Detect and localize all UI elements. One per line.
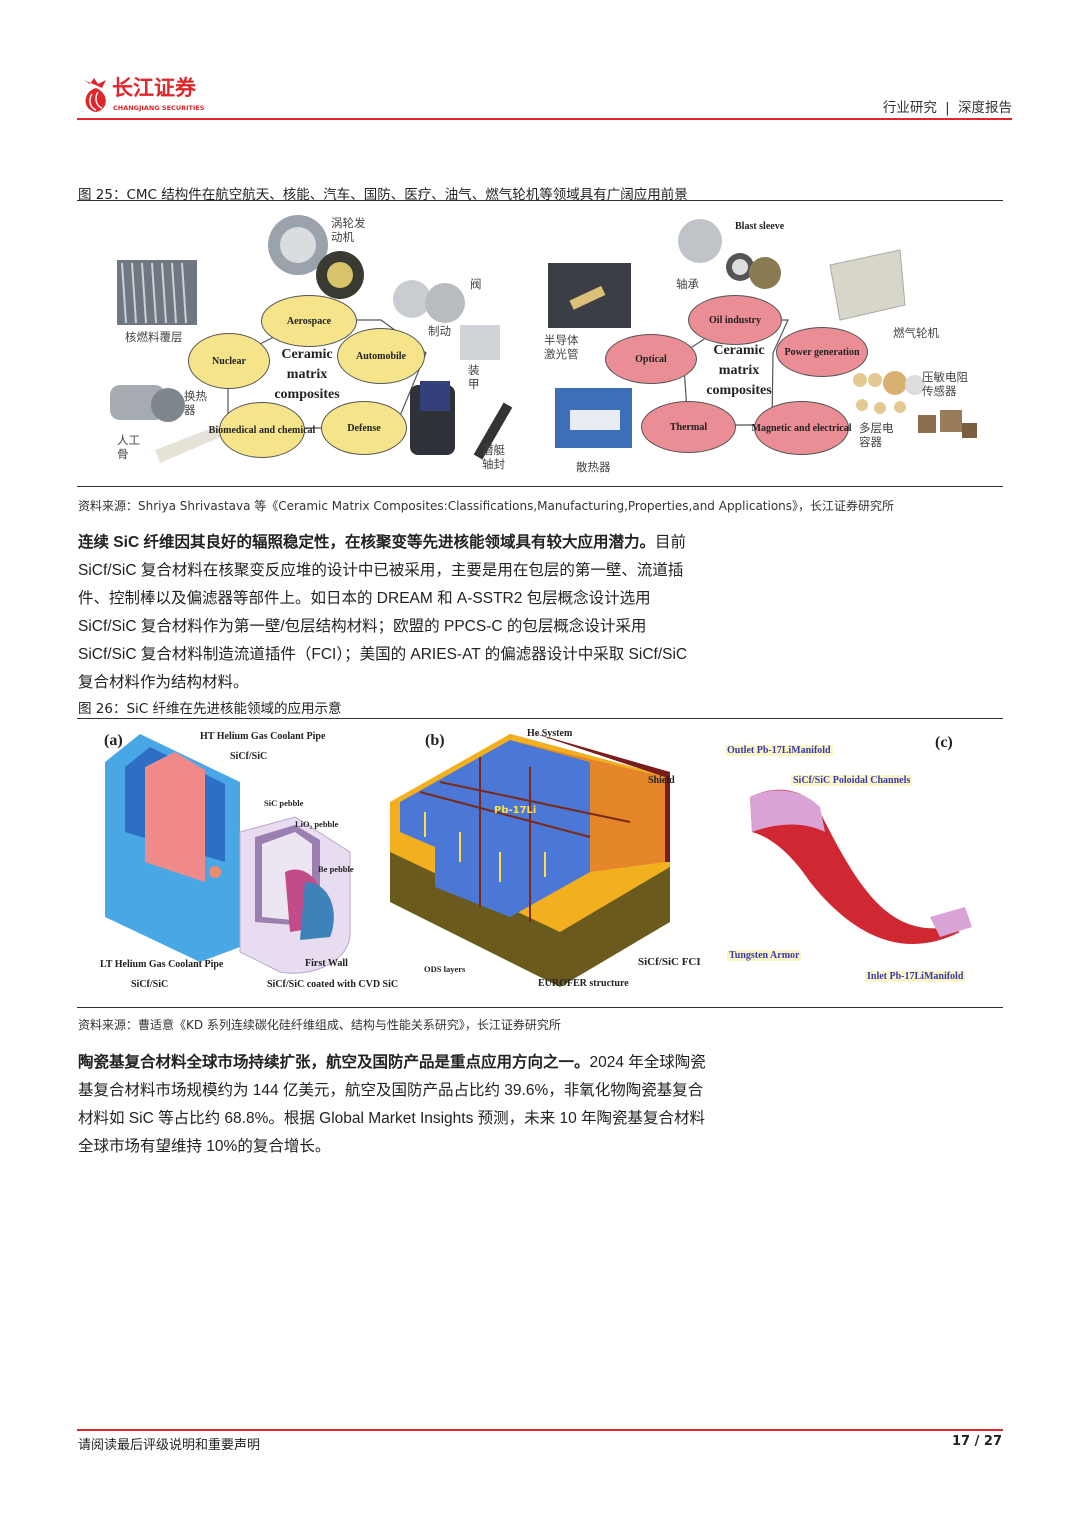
label-heatsink: 散热器 xyxy=(576,460,611,474)
footer-rule xyxy=(77,1429,1003,1431)
node-optical: Optical xyxy=(605,334,697,384)
label-bone: 人工骨 xyxy=(117,433,140,461)
figure26-top-rule xyxy=(77,718,1003,719)
label-ht-material: SiCf/SiC xyxy=(230,751,268,762)
center-label-left: Ceramic matrix composites xyxy=(274,347,340,402)
label-bearing: 轴承 xyxy=(676,277,699,291)
figure26-graphics xyxy=(105,732,972,987)
label-blast-sleeve: Blast sleeve xyxy=(735,221,785,232)
label-heat-exchanger: 换热器 xyxy=(184,389,207,417)
figure25-caption: 图 25：CMC 结构件在航空航天、核能、汽车、国防、医疗、油气、燃气轮机等领域… xyxy=(78,187,688,203)
node-aerospace: Aerospace xyxy=(261,295,357,347)
label-cladding: 核燃料覆层 xyxy=(125,330,183,344)
label-first-wall: First Wall xyxy=(305,958,348,969)
footer-disclaimer: 请阅读最后评级说明和重要声明 xyxy=(78,1438,261,1453)
paragraph-2: 陶瓷基复合材料全球市场持续扩张，航空及国防产品是重点应用方向之一。2024 年全… xyxy=(78,1049,706,1161)
label-capacitor: 多层电容器 xyxy=(859,421,894,449)
figure25-source: 资料来源：Shriya Shrivastava 等《Ceramic Matrix… xyxy=(78,499,895,513)
label-gas-turbine: 燃气轮机 xyxy=(893,326,939,340)
label-outlet: Outlet Pb-17LiManifold xyxy=(725,745,833,756)
figure25-image: Aerospace Automobile Nuclear Biomedical … xyxy=(100,205,980,480)
label-laser: 半导体激光管 xyxy=(544,333,579,361)
label-he-system: He System xyxy=(527,728,573,739)
label-first-wall-material: SiCf/SiC coated with CVD SiC xyxy=(267,979,399,990)
node-magnetic: Magnetic and electrical xyxy=(752,401,851,455)
header-section-label: 行业研究 xyxy=(882,100,937,116)
header-section: 行业研究 | 深度报告 xyxy=(883,96,1012,116)
paragraph-1-lead: 连续 SiC 纤维因其良好的辐照稳定性，在核聚变等先进核能领域具有较大应用潜力。 xyxy=(78,534,655,551)
center-label-right: Ceramic matrix composites xyxy=(706,343,772,398)
logo-text-cn: 长江证券 xyxy=(112,76,196,100)
label-brake: 制动 xyxy=(428,324,451,338)
label-armor: 装甲 xyxy=(468,363,480,391)
label-channels: SiCf/SiC Poloidal Channels xyxy=(791,775,913,786)
figure26-caption: 图 26：SiC 纤维在先进核能领域的应用示意 xyxy=(78,701,342,717)
node-oil-industry: Oil industry xyxy=(688,295,782,345)
label-ods-layers: ODS layers xyxy=(424,964,466,974)
paragraph-2-body: 2024 年全球陶瓷基复合材料市场规模约为 144 亿美元，航空及国防产品占比约… xyxy=(78,1054,706,1155)
label-seal: 潜艇轴封 xyxy=(482,443,505,471)
header-rule xyxy=(77,118,1012,120)
label-valve: 阀 xyxy=(470,277,482,291)
page-number: 17 / 27 xyxy=(952,1434,1002,1449)
node-power-generation: Power generation xyxy=(776,327,868,377)
paragraph-2-lead: 陶瓷基复合材料全球市场持续扩张，航空及国防产品是重点应用方向之一。 xyxy=(78,1054,590,1071)
node-biomedical: Biomedical and chemical xyxy=(209,402,315,458)
label-sic-pebble: SiC pebble xyxy=(264,798,304,808)
figure25-bottom-rule xyxy=(77,486,1003,487)
label-lt-pipe: LT Helium Gas Coolant Pipe xyxy=(100,959,224,970)
node-nuclear: Nuclear xyxy=(188,333,270,389)
figure25-graphics xyxy=(110,215,977,463)
figure25-top-rule xyxy=(77,200,1003,201)
figure26-bottom-rule xyxy=(77,1007,1003,1008)
panel-b-tag: (b) xyxy=(425,732,445,749)
header-separator: | xyxy=(945,100,950,116)
panel-a-tag: (a) xyxy=(104,732,123,749)
node-defense: Defense xyxy=(321,401,407,455)
label-be-pebble: Be pebble xyxy=(318,864,354,874)
label-shield: Shield xyxy=(648,775,675,786)
content-flow: 连续 SiC 纤维因其良好的辐照稳定性，在核聚变等先进核能领域具有较大应用潜力。… xyxy=(0,529,1080,1161)
label-inlet: Inlet Pb-17LiManifold xyxy=(865,971,966,982)
label-eurofer: EUROFER structure xyxy=(538,978,629,989)
panel-c-tag: (c) xyxy=(935,734,953,751)
paragraph-1: 连续 SiC 纤维因其良好的辐照稳定性，在核聚变等先进核能领域具有较大应用潜力。… xyxy=(78,529,706,697)
paragraph-1-body: 目前 SiCf/SiC 复合材料在核聚变反应堆的设计中已被采用，主要是用在包层的… xyxy=(78,534,688,691)
logo: 长江证券 CHANGJIANG SECURITIES xyxy=(78,76,223,116)
figure26-source: 资料来源：曹适意《KD 系列连续碳化硅纤维组成、结构与性能关系研究》，长江证券研… xyxy=(78,1018,561,1032)
label-tungsten-armor: Tungsten Armor xyxy=(727,950,802,961)
logo-text-en: CHANGJIANG SECURITIES xyxy=(113,104,205,112)
label-pb17li: Pb-17Li xyxy=(494,805,537,816)
logo-flame-icon xyxy=(84,78,106,112)
header-report-type: 深度报告 xyxy=(958,100,1012,116)
label-ht-pipe: HT Helium Gas Coolant Pipe xyxy=(200,731,326,742)
figure26-image: (a) HT Helium Gas Coolant Pipe SiCf/SiC … xyxy=(90,722,990,1004)
label-lt-material: SiCf/SiC xyxy=(131,979,169,990)
label-fci: SiCf/SiC FCI xyxy=(638,956,701,968)
node-thermal: Thermal xyxy=(641,401,736,453)
label-lio-pebble: LiO₂ pebble xyxy=(295,819,339,829)
label-turbine: 涡轮发动机 xyxy=(331,216,366,244)
node-automobile: Automobile xyxy=(337,328,425,384)
label-sensor: 压敏电阻传感器 xyxy=(922,370,968,398)
